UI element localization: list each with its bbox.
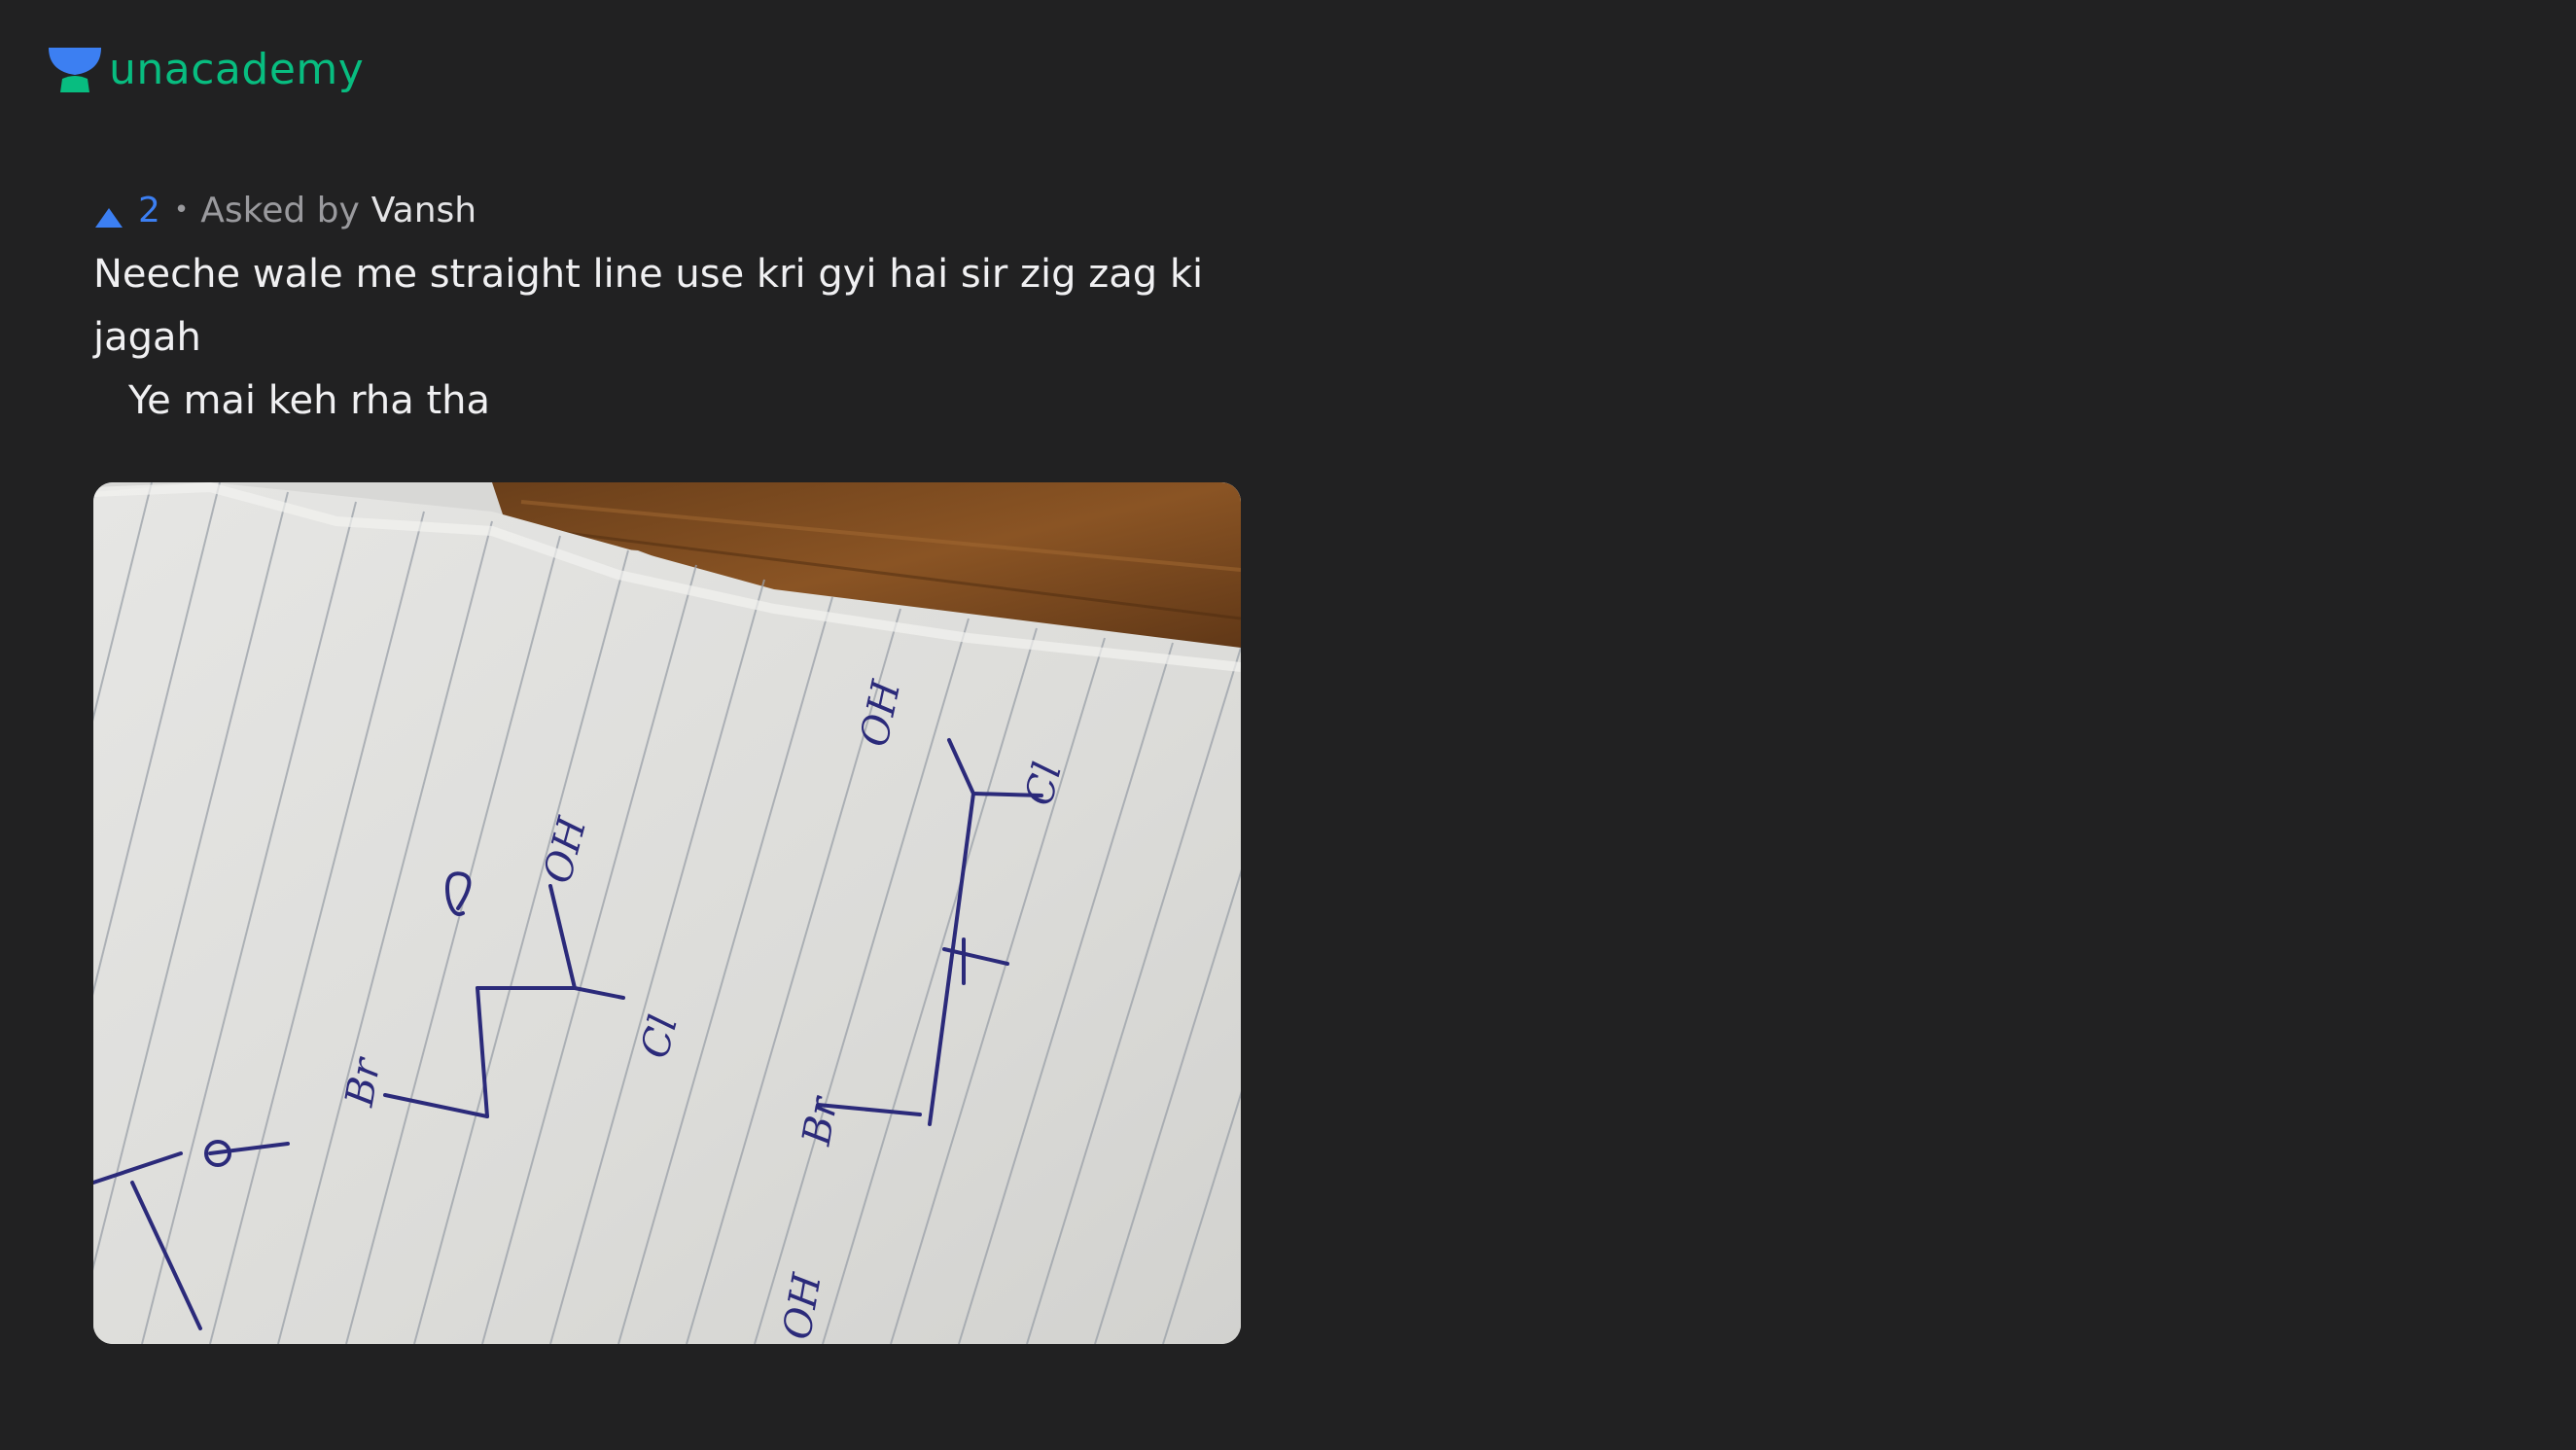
brand-name: unacademy <box>109 45 365 94</box>
handwriting-label: Br <box>794 1091 847 1149</box>
meta-separator: • <box>173 195 190 225</box>
asked-by-label: Asked by <box>200 190 360 230</box>
question-attachment-image[interactable]: OH Cl Br OH Cl Br OH <box>93 482 1241 1344</box>
handwriting-label: Br <box>337 1052 390 1111</box>
unacademy-logo-icon <box>47 46 103 94</box>
question-meta: 2 • Asked by Vansh <box>93 187 476 233</box>
upvote-count: 2 <box>138 190 160 230</box>
asker-name[interactable]: Vansh <box>371 190 477 230</box>
upvote-triangle-icon[interactable] <box>93 198 124 228</box>
handwritten-structures <box>93 738 1043 1330</box>
question-line: Neeche wale me straight line use kri gyi… <box>93 252 1204 360</box>
brand-logo[interactable]: unacademy <box>47 45 364 95</box>
notebook-photo: OH Cl Br OH Cl Br OH <box>93 482 1241 1344</box>
question-line: Ye mai keh rha tha <box>128 378 491 423</box>
question-text: Neeche wale me straight line use kri gyi… <box>93 243 1260 433</box>
